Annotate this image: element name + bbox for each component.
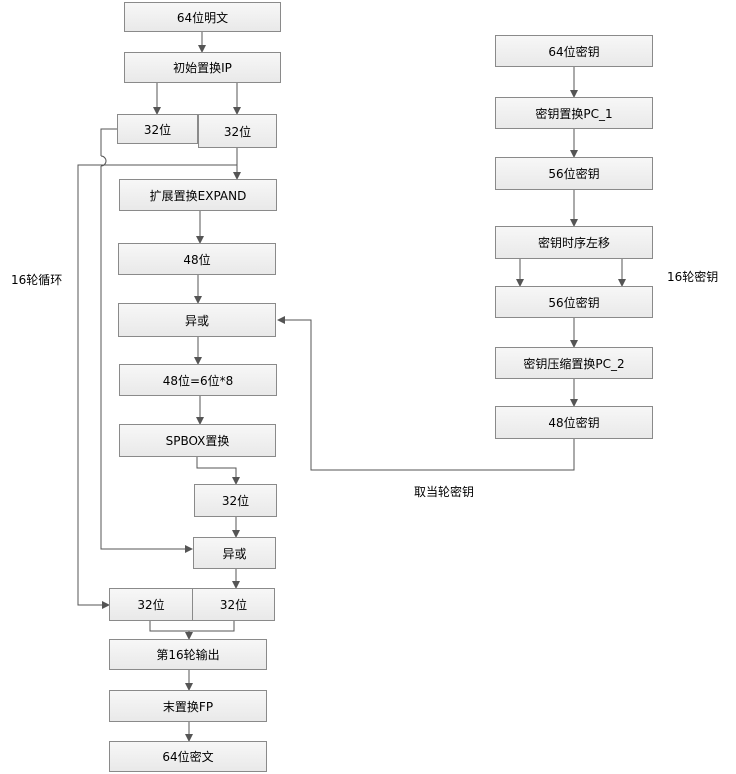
right-half-box: 32位 xyxy=(198,114,277,148)
bits48-box: 48位 xyxy=(118,243,276,275)
key-shift-box: 密钥时序左移 xyxy=(495,226,653,259)
key-rounds-label: 16轮密钥 xyxy=(667,270,719,284)
bits32-box: 32位 xyxy=(194,484,277,517)
output-right-box: 32位 xyxy=(192,588,275,621)
spbox-box: SPBOX置换 xyxy=(119,424,276,457)
key48-box: 48位密钥 xyxy=(495,406,653,439)
pc1-box: 密钥置换PC_1 xyxy=(495,97,653,129)
key56-box-2: 56位密钥 xyxy=(495,286,653,318)
expand-permutation-box: 扩展置换EXPAND xyxy=(119,179,277,211)
left-half-box: 32位 xyxy=(117,114,198,144)
final-permutation-box: 末置换FP xyxy=(109,690,267,722)
pc2-box: 密钥压缩置换PC_2 xyxy=(495,347,653,379)
key64-box: 64位密钥 xyxy=(495,35,653,67)
split-48-box: 48位=6位*8 xyxy=(119,364,277,396)
take-round-key-label: 取当轮密钥 xyxy=(414,485,475,499)
round16-output-box: 第16轮输出 xyxy=(109,639,267,670)
xor-box-2: 异或 xyxy=(193,537,276,569)
initial-permutation-box: 初始置换IP xyxy=(124,52,281,83)
xor-box-1: 异或 xyxy=(118,303,276,337)
key56-box-1: 56位密钥 xyxy=(495,157,653,190)
ciphertext-box: 64位密文 xyxy=(109,741,267,772)
output-left-box: 32位 xyxy=(109,588,193,621)
round-loop-label: 16轮循环 xyxy=(11,273,63,287)
plaintext-box: 64位明文 xyxy=(124,2,281,32)
